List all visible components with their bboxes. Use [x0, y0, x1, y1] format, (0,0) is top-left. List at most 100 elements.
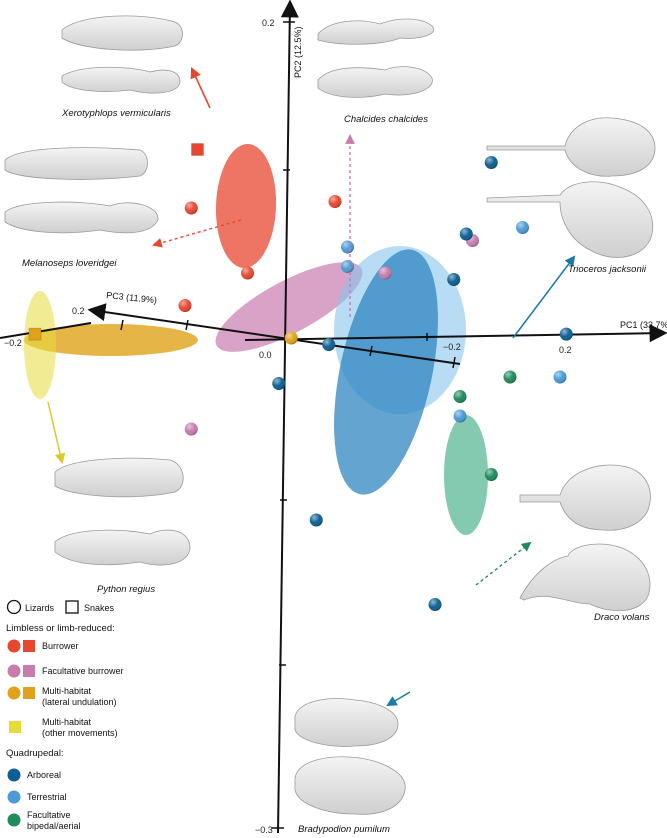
data-point-shading-9	[284, 331, 298, 345]
ellipse-burrower	[215, 144, 277, 268]
legend-terrestrial: Terrestrial	[27, 792, 67, 802]
brain-python	[54, 457, 191, 566]
data-point-shading-26	[309, 513, 323, 527]
ellipse-arboreal	[334, 249, 438, 495]
ellipse-multi-lateral	[24, 324, 198, 356]
ellipse-facultative-burrower	[215, 262, 363, 352]
pc2-tick-label-top: 0.2	[262, 18, 275, 28]
data-point-shading-32	[453, 409, 467, 423]
ellipse-multi-other	[24, 291, 56, 399]
pc3-tick-label-pos: 0.2	[72, 306, 85, 316]
legend-arboreal-circle	[7, 768, 21, 782]
legend-burrower-circle	[7, 639, 21, 653]
data-point-burrower-square-4	[191, 143, 204, 156]
legend-multilat-square	[23, 687, 35, 699]
brain-melanoseps	[4, 147, 159, 234]
legend-multi-lateral-line2: (lateral undulation)	[42, 697, 117, 707]
data-point-multi-lateral-square-14	[28, 327, 42, 341]
arrow-draco	[475, 541, 532, 586]
origin-label: 0.0	[259, 350, 272, 360]
legend-snake-shape	[65, 600, 79, 614]
annotation-arrows	[47, 66, 576, 707]
brain-draco	[519, 464, 651, 612]
data-point-shading-30	[516, 221, 529, 234]
pc3-tick-1	[452, 356, 456, 369]
legend-terrestrial-circle	[7, 790, 21, 804]
arrow-bradypodion	[386, 691, 411, 707]
data-point-shading-25	[272, 377, 286, 390]
pc1-tick-label-pos: 0.2	[559, 345, 572, 355]
label-trioceros: Trioceros jacksonii	[568, 264, 647, 275]
pc1-axis	[244, 324, 667, 343]
data-point-shading-0	[184, 201, 198, 215]
pc3-tick-4	[120, 319, 124, 331]
data-point-shading-7	[184, 422, 198, 436]
arrow-xerotyphlops	[190, 66, 211, 109]
ellipse-bipedal	[444, 415, 488, 535]
confidence-ellipses	[24, 144, 488, 535]
label-python: Python regius	[97, 584, 155, 595]
pc2-axis	[277, 0, 299, 834]
legend-multi-other-line2: (other movements)	[42, 728, 118, 738]
pc1-label: PC1 (33.7%)	[620, 320, 667, 330]
legend-multi-other-line1: Multi-habitat	[42, 717, 92, 727]
data-point-shading-23	[559, 327, 573, 341]
legend: Lizards Snakes Limbless or limb-reduced:…	[6, 599, 124, 831]
brain-trioceros	[486, 117, 656, 258]
pc3-tick-2	[369, 345, 373, 357]
arrow-trioceros	[512, 255, 576, 339]
pc2-tick-label-bottom: −0.3	[255, 825, 273, 835]
pc3-tick-label-neg: −0.2	[4, 338, 22, 348]
data-point-shading-3	[178, 299, 192, 312]
pc3-label: PC3 (11.9%)	[106, 290, 158, 305]
legend-bipedal-line2: bipedal/aerial	[27, 821, 81, 831]
data-point-shading-1	[328, 195, 342, 208]
brain-renderings	[4, 15, 656, 815]
data-point-shading-6	[378, 266, 392, 280]
legend-burrower-square	[23, 640, 35, 652]
data-point-shading-2	[241, 266, 254, 280]
legend-burrower: Burrower	[42, 641, 79, 651]
data-point-shading-29	[341, 260, 354, 273]
legend-snakes: Snakes	[84, 603, 115, 613]
label-melanoseps: Melanoseps loveridgei	[22, 258, 117, 269]
legend-lizards: Lizards	[25, 603, 55, 613]
legend-heading-limbless: Limbless or limb-reduced:	[6, 623, 115, 634]
data-point-shading-22	[447, 273, 461, 286]
label-chalcides: Chalcides chalcides	[344, 114, 428, 125]
pc2-label: PC2 (12.5%)	[293, 26, 303, 78]
data-points	[28, 143, 573, 611]
pc3-axis	[87, 303, 461, 365]
data-point-shading-20	[484, 156, 498, 169]
data-point-shading-28	[341, 240, 354, 254]
legend-multilat-circle	[7, 686, 21, 700]
legend-multi-lateral-line1: Multi-habitat	[42, 686, 92, 696]
legend-bipedal-line1: Facultative	[27, 810, 71, 820]
species-labels: Xerotyphlops vermicularis Chalcides chal…	[22, 108, 650, 835]
data-point-shading-21	[459, 227, 473, 241]
brain-xerotyphlops	[61, 15, 183, 94]
legend-multiother-square	[9, 721, 21, 733]
data-point-shading-33	[503, 370, 517, 384]
data-point-shading-24	[322, 338, 336, 351]
legend-lizard-shape	[6, 599, 22, 615]
pc3-axis-tail	[0, 322, 92, 339]
data-point-shading-35	[484, 468, 498, 481]
legend-facultative-burrower: Facultative burrower	[42, 666, 124, 676]
data-point-shading-27	[428, 598, 442, 611]
label-bradypodion: Bradypodion pumilum	[298, 824, 390, 835]
legend-heading-quadrupedal: Quadrupedal:	[6, 748, 64, 759]
arrow-python	[47, 401, 66, 465]
data-point-shading-31	[553, 370, 567, 384]
label-xerotyphlops: Xerotyphlops vermicularis	[61, 108, 171, 119]
brain-chalcides	[317, 18, 435, 98]
pc1-tick-label-neg: −0.2	[443, 342, 461, 352]
legend-facburrower-square	[23, 665, 35, 677]
legend-arboreal: Arboreal	[27, 770, 61, 780]
data-point-shading-34	[453, 390, 467, 403]
legend-bipedal-circle	[7, 813, 21, 827]
label-draco: Draco volans	[594, 612, 650, 623]
pc3-tick-3	[185, 319, 189, 331]
